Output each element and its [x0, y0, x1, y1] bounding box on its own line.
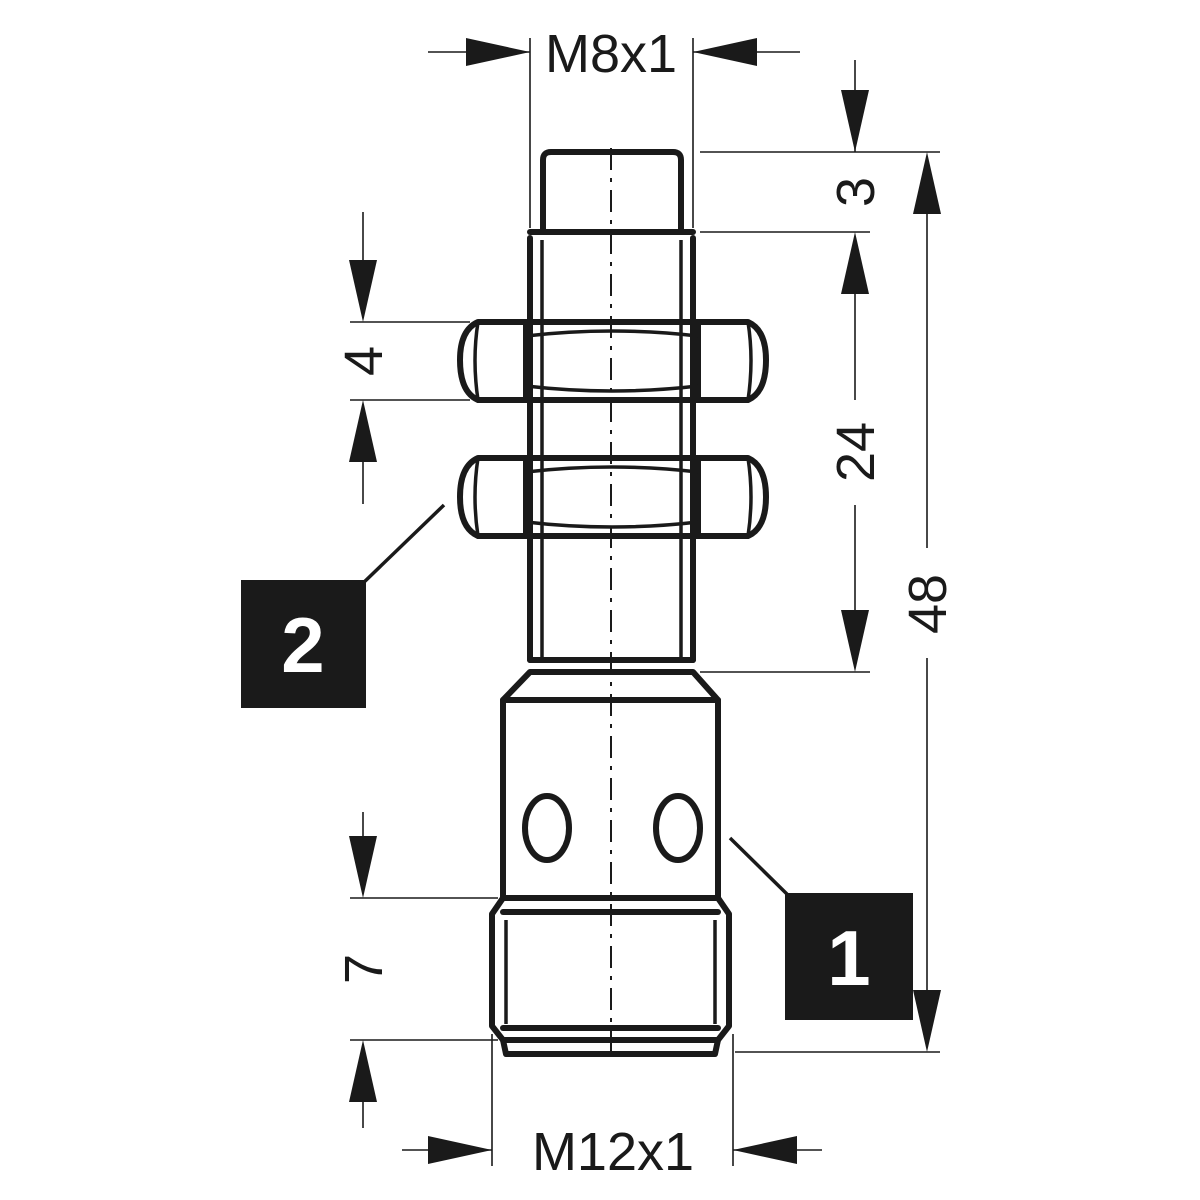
led-window-right [653, 793, 703, 863]
connector-length-label: 7 [334, 954, 394, 984]
callout-1-box [785, 893, 913, 1020]
callout-2-label: 2 [281, 601, 324, 689]
connector-bottom [500, 1037, 721, 1057]
hex-nut-upper [457, 319, 769, 403]
bottom-thread-label: M12x1 [532, 1122, 694, 1182]
callout-2-box [241, 580, 366, 708]
dim-overall-length: 48 [735, 152, 958, 1053]
dim-tip-and-thread: 3 24 [700, 60, 940, 673]
dim-top-thread: M8x1 [428, 24, 800, 228]
connector-thread [489, 895, 732, 1043]
dim-connector-length: 7 [334, 812, 498, 1128]
threaded-shaft [527, 235, 696, 663]
nut-thickness-label: 4 [334, 346, 394, 376]
tip-length-label: 3 [826, 177, 886, 207]
callout-1: 1 [728, 836, 913, 1020]
dim-nut-thickness: 4 [334, 212, 470, 504]
thread-length-label: 24 [826, 422, 886, 482]
top-thread-label: M8x1 [545, 24, 677, 84]
callout-1-label: 1 [827, 914, 870, 1002]
hex-nut-lower [457, 455, 769, 539]
sensor-body [457, 148, 769, 1057]
overall-length-label: 48 [898, 574, 958, 634]
led-window-left [522, 793, 572, 863]
dim-bottom-thread: M12x1 [402, 1034, 822, 1182]
callout-2: 2 [241, 503, 446, 708]
